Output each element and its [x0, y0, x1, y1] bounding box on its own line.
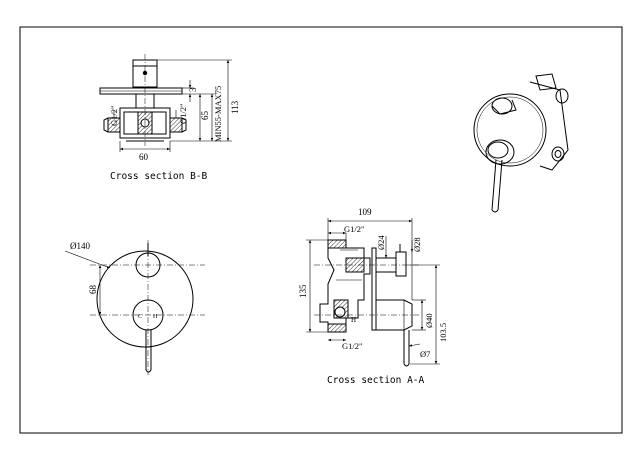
- caption-section-aa: Cross section A-A: [327, 375, 425, 386]
- caption-section-bb: Cross section B-B: [110, 171, 208, 182]
- isometric-view: [473, 73, 569, 213]
- dim-lever-base-40: Ø40: [424, 313, 434, 328]
- front-view: [90, 240, 205, 375]
- front-view-labels: Ø140 68 C H: [70, 241, 158, 320]
- section-aa-labels: 109 G1/2" 135 G1/2" Ø24 Ø28 Ø40 103.5 Ø7…: [298, 207, 448, 359]
- dim-spacing-68: 68: [88, 285, 98, 295]
- thread-top-label: G1/2": [344, 224, 364, 234]
- section-bb-dimensions: [113, 59, 232, 152]
- section-bb-view: [99, 54, 187, 146]
- dim-lever-7: Ø7: [420, 349, 430, 359]
- marking-hot-aa: H: [351, 316, 356, 324]
- front-view-dimensions: [64, 250, 111, 315]
- drawing-border: [19, 26, 623, 434]
- section-aa-dimensions: [306, 218, 440, 365]
- dim-inner-65: 65: [200, 111, 210, 121]
- thread-left-label: G1/2": [109, 106, 119, 126]
- dim-height-113: 113: [230, 100, 240, 114]
- section-bb-labels: 60 113 MIN55-MAX75 65 3 G1/2" G1/2": [109, 86, 240, 162]
- dim-diameter-140: Ø140: [70, 241, 90, 251]
- dim-wall-range: MIN55-MAX75: [213, 86, 223, 142]
- dim-projection-103-5: 103.5: [438, 323, 448, 342]
- dim-height-135: 135: [298, 284, 308, 298]
- dim-width-60: 60: [139, 152, 149, 162]
- dim-knob-28: Ø28: [412, 237, 422, 252]
- marking-hot: H: [153, 314, 158, 320]
- marking-cold: C: [138, 314, 142, 320]
- thread-right-label: G1/2": [178, 104, 188, 124]
- dim-knob-24: Ø24: [376, 235, 386, 250]
- dim-width-109: 109: [358, 207, 372, 217]
- dim-plate-3: 3: [188, 87, 198, 92]
- section-aa-view: [314, 239, 420, 367]
- thread-bottom-label: G1/2": [342, 341, 362, 351]
